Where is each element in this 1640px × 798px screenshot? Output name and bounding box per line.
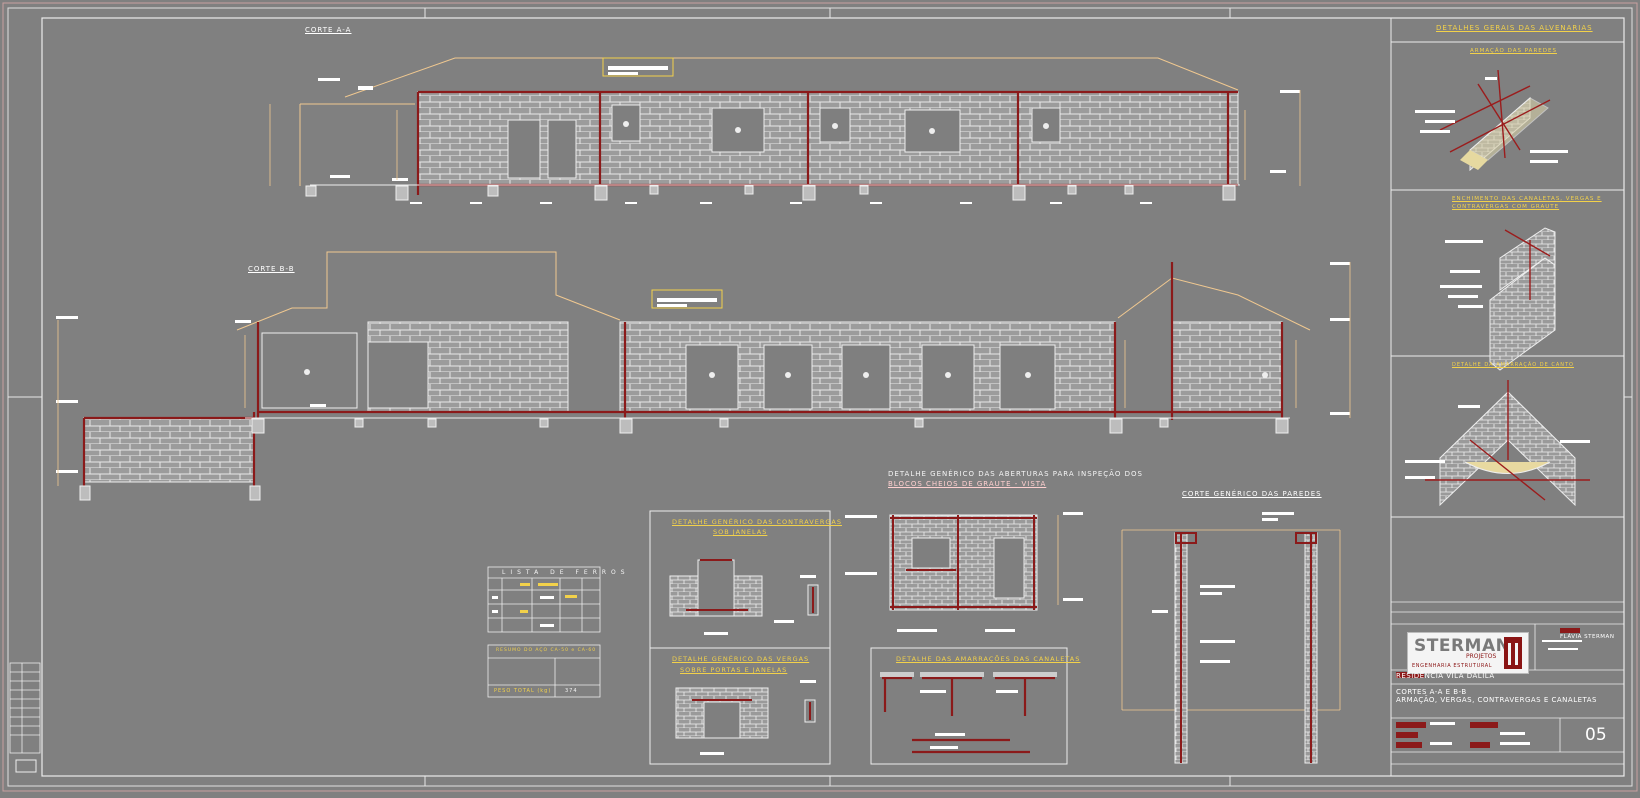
corte-aa-title: CORTE A-A	[305, 26, 352, 34]
enchimento-title-1: ENCHIMENTO DAS CANALETAS, VERGAS E	[1452, 196, 1602, 202]
aberturas-title-2: BLOCOS CHEIOS DE GRAUTE - VISTA	[888, 480, 1047, 488]
detalhes-header: DETALHES GERAIS DAS ALVENARIAS	[1436, 24, 1593, 32]
logo-sub: PROJETOS	[1466, 653, 1497, 660]
contravergas-title-2: SOB JANELAS	[713, 528, 768, 536]
canaletas-title: DETALHE DAS AMARRAÇÕES DAS CANALETAS	[896, 655, 1081, 663]
peso-total-value: 374	[565, 688, 578, 694]
amarracao-title: DETALHE DA AMARRAÇÃO DE CANTO	[1452, 362, 1574, 368]
corte-bb-title: CORTE B-B	[248, 265, 295, 273]
vergas-title-2: SOBRE PORTAS E JANELAS	[680, 666, 788, 674]
enchimento-title-2: CONTRAVERGAS COM GRAUTE	[1452, 204, 1560, 210]
logo-eng: ENGENHARIA ESTRUTURAL	[1412, 663, 1493, 669]
logo-mark-icon	[1504, 637, 1522, 669]
resumo-aco-title: RESUMO DO AÇO CA-50 e CA-60	[496, 648, 597, 653]
armacao-title: ARMAÇÃO DAS PAREDES	[1470, 48, 1557, 54]
sheet-content-1: CORTES A-A E B-B	[1396, 688, 1467, 696]
aberturas-title-1: DETALHE GENÉRICO DAS ABERTURAS PARA INSP…	[888, 470, 1143, 478]
sheet-content-2: ARMAÇÃO, VERGAS, CONTRAVERGAS E CANALETA…	[1396, 696, 1597, 704]
contravergas-title-1: DETALHE GENÉRICO DAS CONTRAVERGAS	[672, 518, 842, 526]
sheet-number: 05	[1585, 725, 1607, 745]
vergas-title-1: DETALHE GENÉRICO DAS VERGAS	[672, 655, 810, 663]
author-name: FLÁVIA STERMAN	[1560, 634, 1615, 640]
peso-total-label: PESO TOTAL (kg)	[494, 688, 552, 694]
project-name: RESIDÊNCIA VILA DALILA	[1396, 672, 1495, 680]
sterman-logo: STERMAN PROJETOS ENGENHARIA ESTRUTURAL	[1407, 632, 1529, 674]
corte-paredes-title: CORTE GENÉRICO DAS PAREDES	[1182, 490, 1322, 498]
lista-ferros-title: LISTA DE FERROS	[502, 569, 630, 576]
logo-name: STERMAN	[1414, 636, 1511, 656]
